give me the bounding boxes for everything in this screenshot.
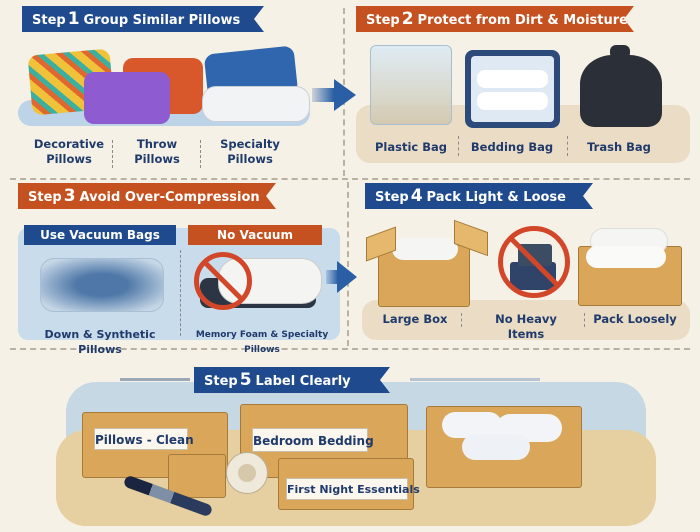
step2-title: Protect from Dirt & Moisture	[417, 13, 628, 28]
step3-right-caption: Memory Foam & Specialty Pillows	[195, 330, 329, 355]
step1-item-decorative-line2: Pillows	[46, 152, 92, 166]
prohibited-icon	[498, 226, 570, 298]
prohibited-icon	[194, 252, 252, 310]
step3-title: Avoid Over-Compression	[79, 190, 260, 205]
step1-item-throw-line2: Pillows	[134, 152, 180, 166]
label-bedroom-bedding: Bedroom Bedding	[252, 428, 374, 452]
step1-item-throw-line1: Throw	[136, 137, 178, 151]
step1-item-decorative: Decorative Pillows	[24, 137, 114, 167]
step4-number: 4	[410, 186, 423, 206]
step4-sep-2	[584, 313, 585, 327]
step4-item-large-box: Large Box	[382, 312, 448, 326]
step4-title: Pack Light & Loose	[426, 190, 566, 205]
step3-number: 3	[63, 186, 76, 206]
step1-item-specialty: Specialty Pillows	[210, 137, 290, 167]
arrow-right-icon	[337, 261, 357, 293]
step5-step-label: Step	[204, 374, 238, 389]
step4-sep-1	[461, 313, 462, 327]
bedding-bag-icon	[465, 50, 560, 128]
divider-row2	[10, 348, 690, 350]
step1-title: Group Similar Pillows	[83, 13, 241, 28]
small-box-icon	[168, 454, 226, 498]
step3-right-header: No Vacuum	[188, 225, 322, 245]
throw-pillow-purple-icon	[84, 72, 170, 124]
step1-item-throw: Throw Pillows	[122, 137, 192, 167]
step4-step-label: Step	[375, 190, 409, 205]
divider-row1	[10, 178, 690, 180]
open-box-pillow-icon	[442, 412, 502, 438]
step1-item-specialty-line1: Specialty	[220, 137, 280, 151]
step5-number: 5	[239, 370, 252, 390]
step3-step-label: Step	[28, 190, 62, 205]
step1-arrow-tail	[312, 88, 334, 102]
open-box-pillow-icon	[462, 434, 530, 460]
step2-step-label: Step	[366, 13, 400, 28]
step2-number: 2	[401, 9, 414, 29]
trash-bag-icon	[580, 55, 662, 127]
label-first-night-essentials: First Night Essentials	[286, 478, 420, 500]
step1-item-specialty-line2: Pillows	[227, 152, 273, 166]
step4-item-pack-loosely: Pack Loosely	[593, 312, 677, 326]
step2-sep-2	[567, 136, 568, 156]
step3-arrow-tail	[326, 270, 338, 284]
step2-item-trash-bag: Trash Bag	[587, 140, 651, 154]
step4-item-no-heavy: No Heavy Items	[495, 312, 557, 341]
step1-sep-1	[112, 140, 113, 168]
step1-step-label: Step	[32, 13, 66, 28]
step1-number: 1	[67, 9, 80, 29]
step1-item-decorative-line1: Decorative	[33, 137, 105, 151]
step5-banner-streak-left	[120, 378, 190, 381]
vacuum-bag-icon	[40, 258, 164, 312]
step2-item-plastic-bag: Plastic Bag	[375, 140, 447, 154]
step3-sep	[180, 250, 181, 336]
plastic-bag-icon	[370, 45, 452, 125]
label-pillows-clean: Pillows - Clean	[94, 428, 194, 450]
trash-bag-knot-icon	[610, 45, 630, 59]
step3-left-caption: Down & Synthetic Pillows	[44, 328, 156, 356]
specialty-pillow-white-icon	[202, 86, 310, 122]
step3-left-header: Use Vacuum Bags	[24, 225, 176, 245]
step1-sep-2	[200, 140, 201, 168]
step2-item-bedding-bag: Bedding Bag	[470, 140, 554, 154]
step2-sep-1	[458, 136, 459, 156]
arrow-right-icon	[334, 79, 356, 111]
step5-banner-streak-right	[410, 378, 540, 381]
step5-title: Label Clearly	[255, 374, 351, 389]
large-box-pillow-icon	[392, 238, 458, 260]
tape-roll-icon	[226, 452, 268, 494]
loose-pillow-icon	[586, 246, 666, 268]
